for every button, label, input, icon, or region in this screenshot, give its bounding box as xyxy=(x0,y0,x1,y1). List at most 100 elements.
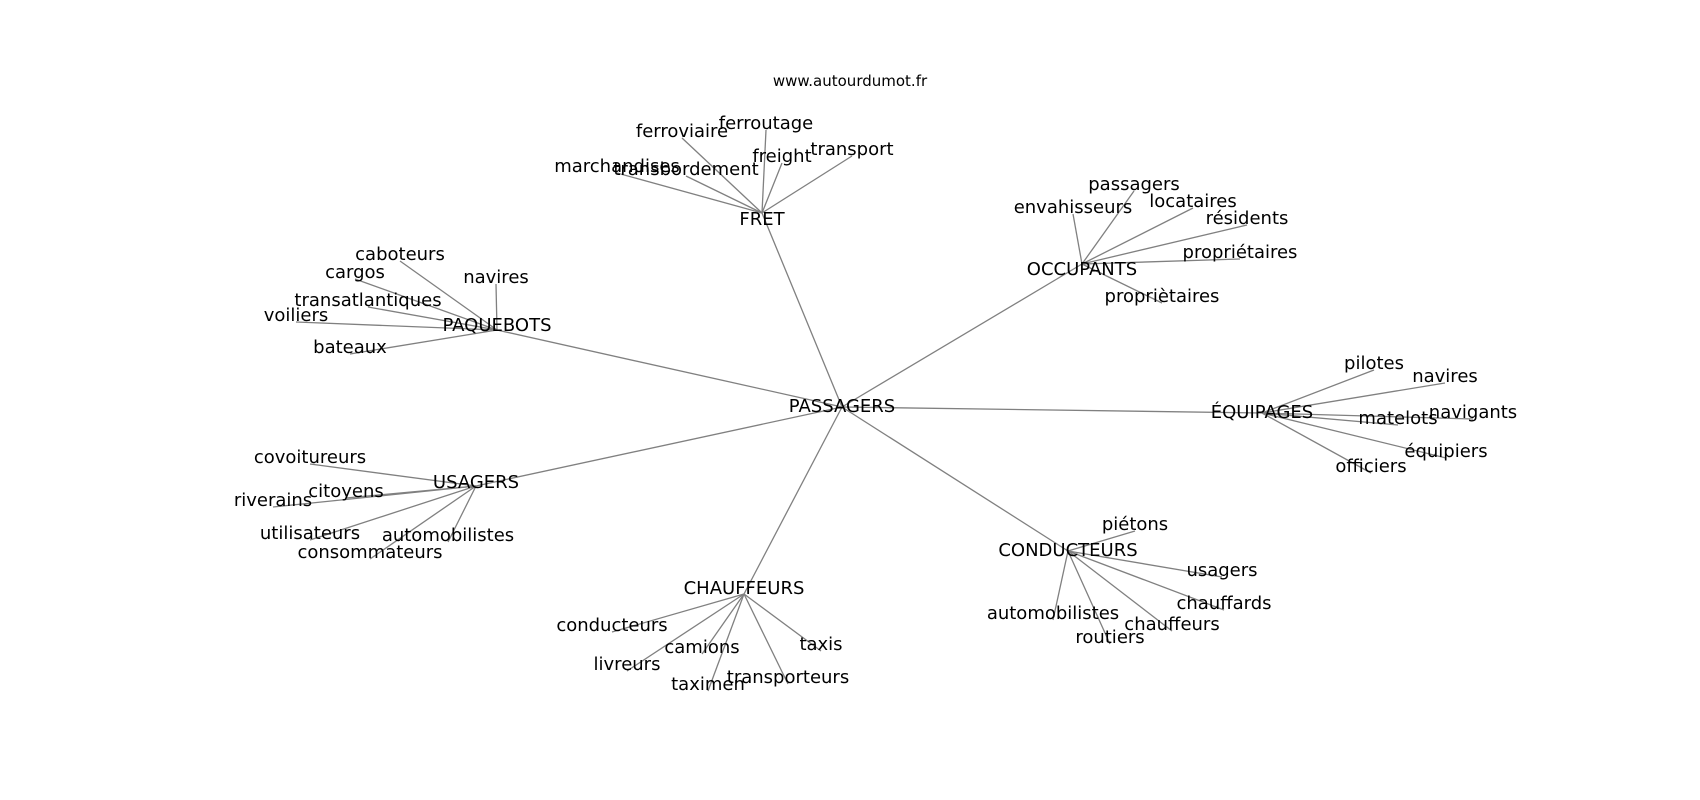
leaf-node: taximen xyxy=(671,674,745,695)
leaf-node: ferroviaire xyxy=(636,121,728,142)
leaf-node: pilotes xyxy=(1344,353,1404,374)
leaf-node: navires xyxy=(463,267,529,288)
leaf-node: livreurs xyxy=(594,654,661,675)
edge-leaf-1-2 xyxy=(1081,207,1194,265)
edge-leaf-4-4 xyxy=(447,485,477,543)
leaf-node: ferroutage xyxy=(719,113,814,134)
edge-root-3 xyxy=(841,406,1263,414)
edge-leaf-1-3 xyxy=(1081,224,1248,265)
leaf-node: cargos xyxy=(325,262,385,283)
edge-leaf-4-3 xyxy=(309,485,477,541)
leaf-node: transbordement xyxy=(613,159,758,180)
edge-leaf-2-2 xyxy=(495,283,498,331)
edge-leaf-3-3 xyxy=(1261,412,1399,426)
hub-node: ÉQUIPAGES xyxy=(1211,401,1313,423)
edge-leaf-1-0 xyxy=(1081,190,1135,265)
edge-leaf-5-2 xyxy=(1067,550,1225,611)
leaf-node: piétons xyxy=(1102,514,1168,535)
edge-leaf-2-5 xyxy=(349,329,498,355)
edge-leaf-4-0 xyxy=(309,463,477,487)
edge-leaf-1-5 xyxy=(1081,263,1163,304)
leaf-node: caboteurs xyxy=(355,244,445,265)
edge-leaf-3-4 xyxy=(1261,412,1447,459)
edge-leaf-2-1 xyxy=(354,278,498,331)
leaf-node: passagers xyxy=(1088,174,1180,195)
leaf-node: citoyens xyxy=(308,481,383,502)
source-watermark: www.autourdumot.fr xyxy=(772,72,928,90)
edge-leaf-3-0 xyxy=(1261,369,1375,414)
edge-leaf-5-4 xyxy=(1052,550,1069,621)
leaf-node: propriétaires xyxy=(1183,242,1298,263)
edge-leaf-2-4 xyxy=(295,321,498,331)
edge-leaf-1-1 xyxy=(1072,213,1083,265)
leaf-node: freight xyxy=(752,146,811,167)
leaf-node: consommateurs xyxy=(297,542,442,563)
edge-root-5 xyxy=(841,406,1069,552)
edge-root-2 xyxy=(496,329,843,408)
edge-leaf-6-3 xyxy=(743,593,822,652)
hub-node: CHAUFFEURS xyxy=(684,578,805,599)
edge-leaf-0-4 xyxy=(616,172,763,214)
root-node: PASSAGERS xyxy=(789,396,895,417)
leaf-node: résidents xyxy=(1206,208,1289,229)
leaf-node: voiliers xyxy=(264,305,329,326)
leaf-node: taxis xyxy=(799,634,842,655)
hub-node: PAQUEBOTS xyxy=(442,315,551,336)
edge-leaf-6-1 xyxy=(626,593,745,672)
leaf-node: automobilistes xyxy=(382,525,514,546)
edge-root-1 xyxy=(841,263,1083,408)
edge-root-0 xyxy=(761,212,843,408)
leaf-node: locataires xyxy=(1149,191,1237,212)
edge-leaf-0-5 xyxy=(685,175,763,214)
edge-leaf-6-0 xyxy=(611,593,745,633)
edge-leaf-0-0 xyxy=(681,137,763,214)
leaf-node: navigants xyxy=(1429,402,1517,423)
leaf-node: covoitureurs xyxy=(254,447,366,468)
edge-leaf-5-0 xyxy=(1067,530,1136,552)
edge-root-4 xyxy=(475,406,843,487)
edge-leaf-0-2 xyxy=(761,155,853,214)
edge-leaf-3-1 xyxy=(1261,382,1446,414)
leaf-node: transporteurs xyxy=(727,667,849,688)
hub-node: CONDUCTEURS xyxy=(998,540,1137,561)
edge-leaf-0-3 xyxy=(761,162,783,214)
edge-leaf-4-5 xyxy=(369,485,477,560)
edge-leaf-4-2 xyxy=(272,485,477,508)
leaf-node: riverains xyxy=(234,490,312,511)
leaf-node: camions xyxy=(664,637,739,658)
edge-root-6 xyxy=(743,406,843,595)
leaf-node: usagers xyxy=(1186,560,1257,581)
hub-node: FRET xyxy=(739,209,785,230)
leaf-node: automobilistes xyxy=(987,603,1119,624)
edge-leaf-5-5 xyxy=(1067,550,1111,645)
edge-leaf-5-3 xyxy=(1067,550,1173,632)
leaf-node: propriètaires xyxy=(1105,286,1220,307)
leaf-node: marchandises xyxy=(554,156,680,177)
edge-leaf-3-5 xyxy=(1261,412,1372,474)
edge-leaf-6-2 xyxy=(701,593,745,655)
edge-leaf-2-0 xyxy=(399,260,498,331)
leaf-node: envahisseurs xyxy=(1014,197,1133,218)
edge-leaf-2-3 xyxy=(367,306,498,331)
edge-leaf-5-1 xyxy=(1067,550,1223,578)
leaf-node: chauffards xyxy=(1176,593,1271,614)
leaf-node: transatlantiques xyxy=(294,290,441,311)
hub-node: USAGERS xyxy=(433,472,519,493)
leaf-node: navires xyxy=(1412,366,1478,387)
leaf-node: chauffeurs xyxy=(1124,614,1219,635)
hub-node: OCCUPANTS xyxy=(1027,259,1137,280)
leaf-node: routiers xyxy=(1075,627,1144,648)
leaf-node: transport xyxy=(810,139,893,160)
edge-leaf-6-4 xyxy=(743,593,789,685)
edge-leaf-3-2 xyxy=(1261,412,1474,420)
edge-leaf-6-5 xyxy=(707,593,745,692)
leaf-node: utilisateurs xyxy=(260,523,360,544)
leaf-node: équipiers xyxy=(1404,441,1487,462)
leaf-node: matelots xyxy=(1358,408,1437,429)
leaf-node: bateaux xyxy=(313,337,387,358)
edge-leaf-0-1 xyxy=(761,129,767,214)
edge-leaf-1-4 xyxy=(1081,258,1241,265)
leaf-node: conducteurs xyxy=(556,615,667,636)
leaf-node: officiers xyxy=(1335,456,1406,477)
